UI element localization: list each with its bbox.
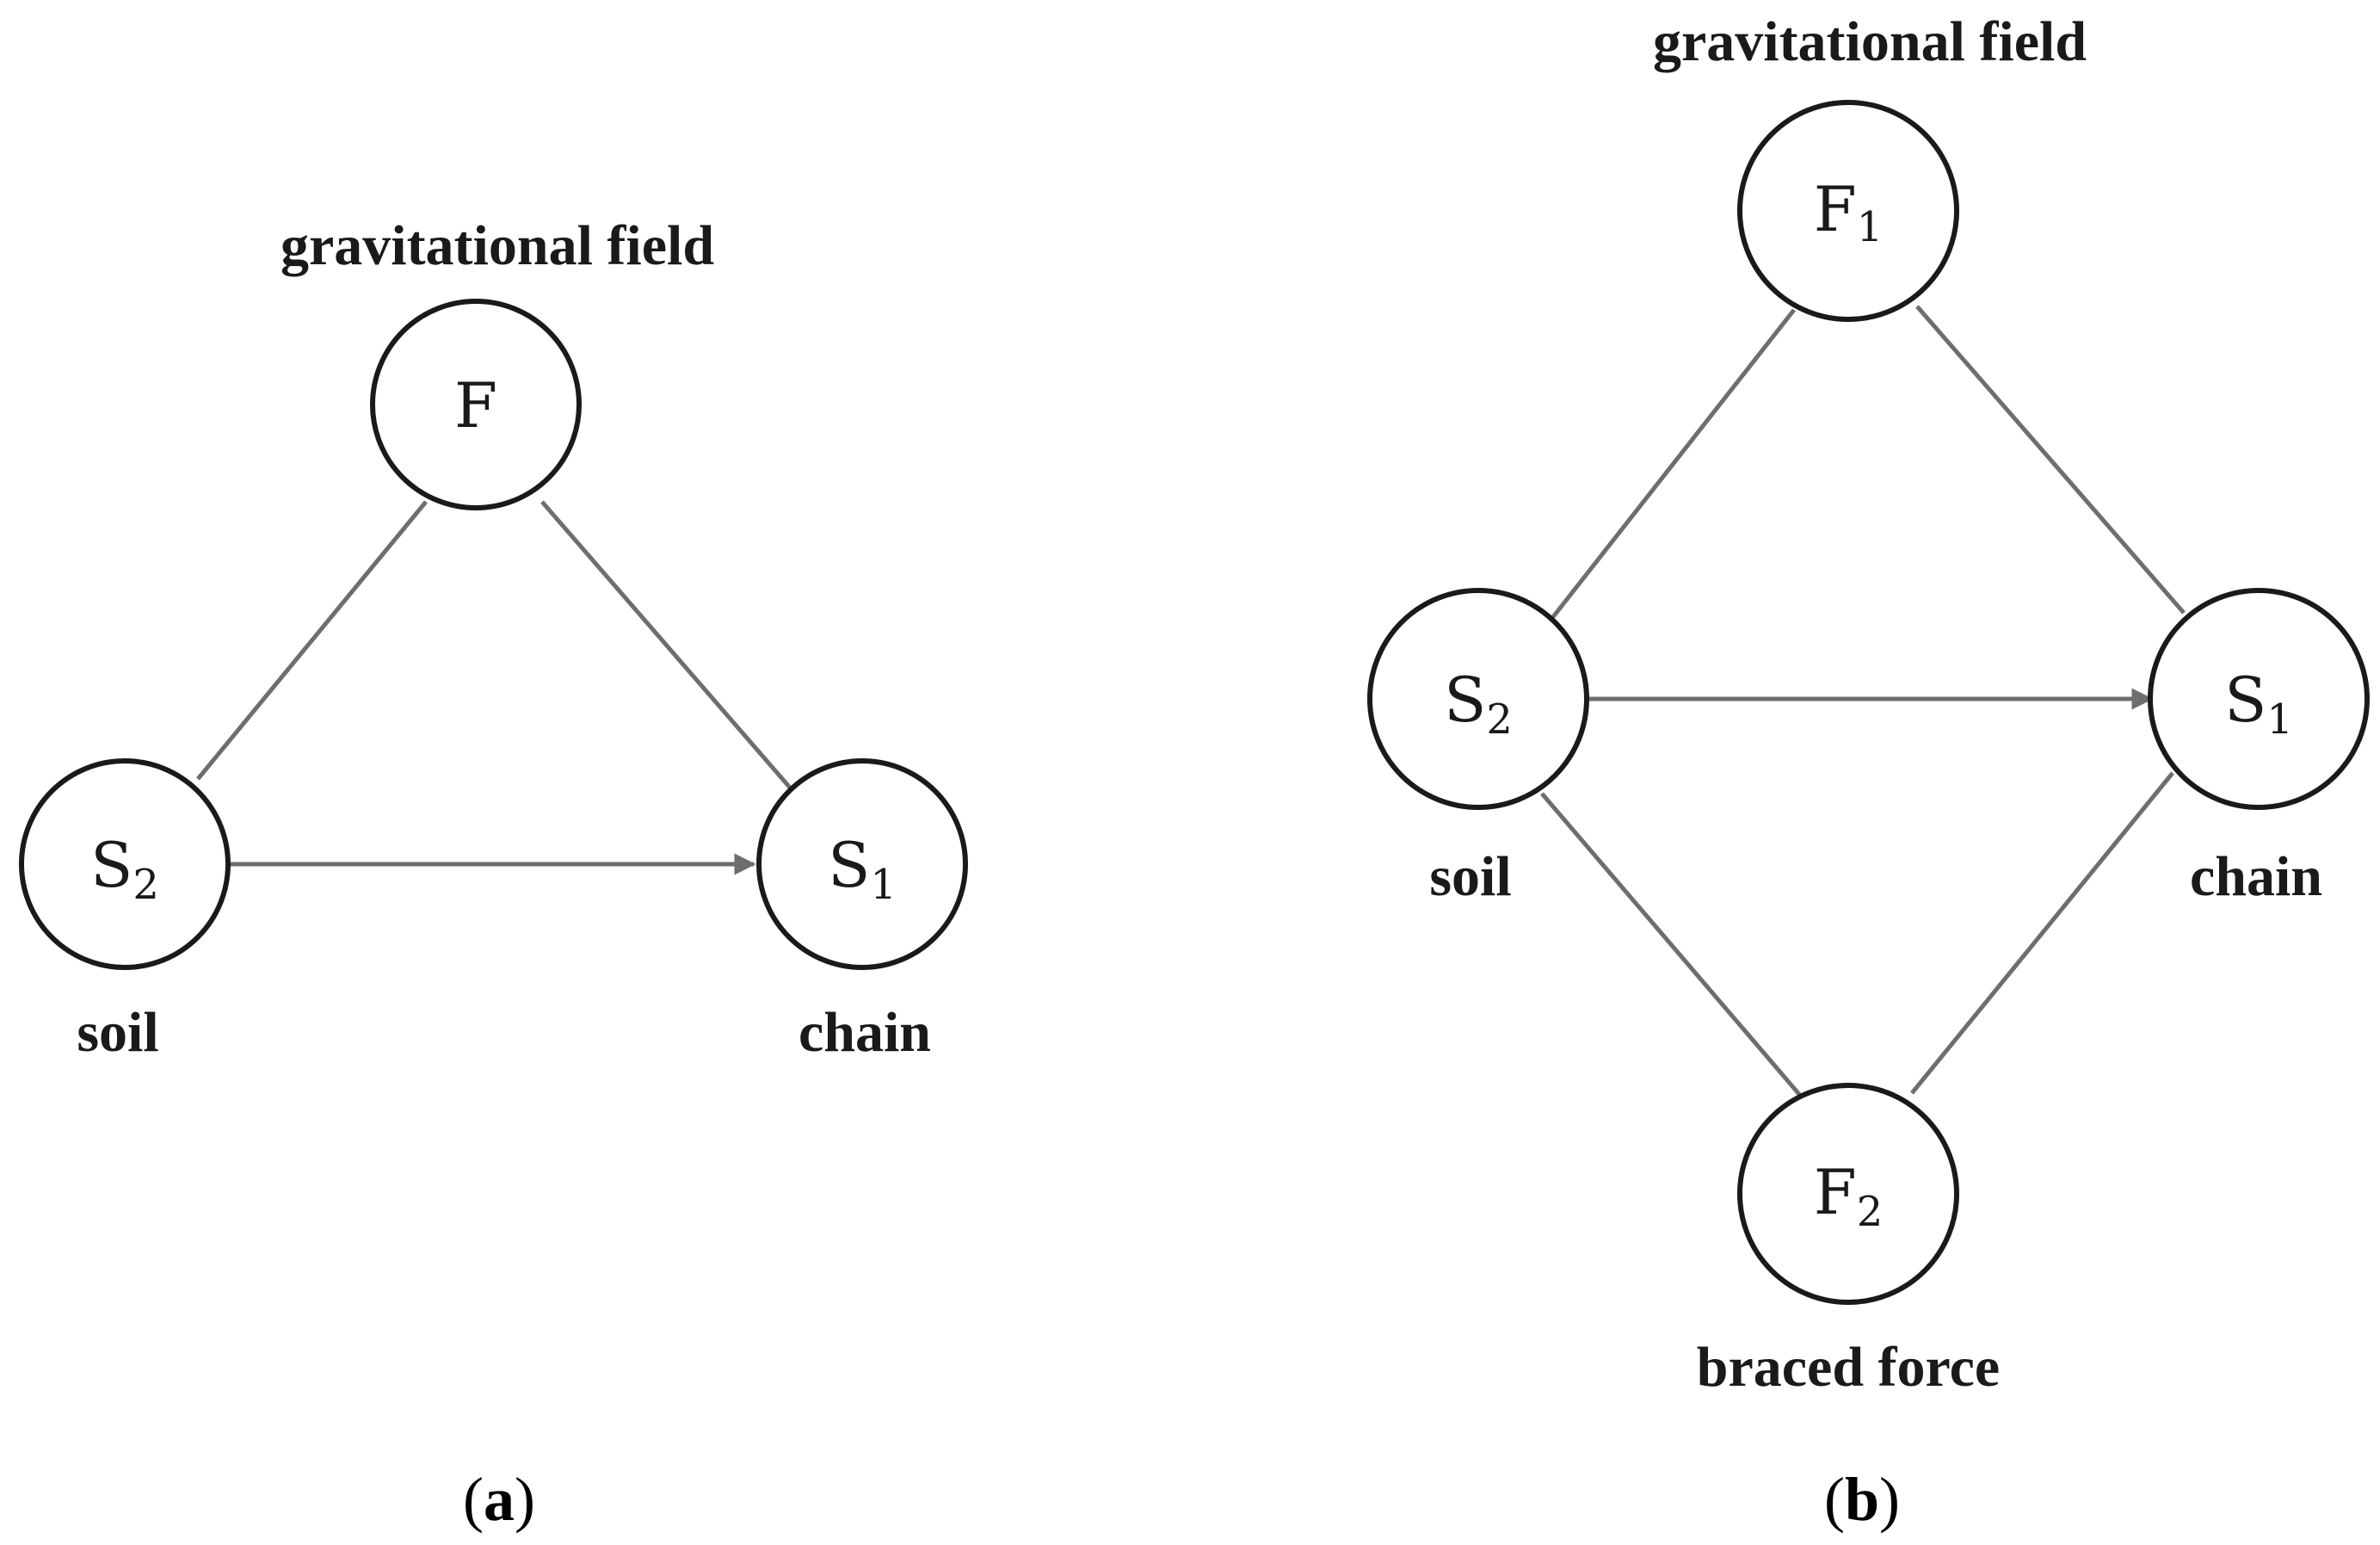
panel-b: F1 S2 S1 F2 gravitational field soil cha…: [1367, 10, 2370, 1534]
node-s2-circle: [19, 758, 231, 970]
caption-a: (a): [463, 1465, 535, 1534]
node-s2-symbol: S2: [1444, 664, 1513, 744]
node-f1-symbol: F1: [1814, 173, 1884, 251]
node-f2-symbol: F2: [1814, 1156, 1884, 1236]
label-gravitational-field-a: gravitational field: [281, 214, 714, 277]
node-s2-circle: [1367, 588, 1589, 810]
panel-a: F S2 S1 gravitational field soil chain (…: [19, 214, 968, 1534]
edge-f-to-s2: [196, 500, 428, 781]
node-f2-circle: [1737, 1083, 1959, 1305]
node-f1-circle: [1737, 100, 1959, 322]
label-soil-a: soil: [77, 1001, 158, 1064]
label-braced-force: braced force: [1697, 1336, 2000, 1399]
edge-f1-to-s2: [1551, 308, 1796, 620]
node-s2-symbol: S2: [90, 829, 159, 909]
node-s1-symbol: S1: [828, 829, 897, 909]
label-gravitational-field-b: gravitational field: [1653, 10, 2087, 73]
caption-b: (b): [1824, 1465, 1900, 1534]
edge-s2-to-f2: [1540, 792, 1804, 1100]
edge-f1-to-s1: [1915, 305, 2186, 615]
label-soil-b: soil: [1429, 845, 1511, 908]
node-s1-circle: [756, 758, 968, 970]
label-chain-b: chain: [2190, 845, 2322, 908]
edge-s1-to-f2: [1910, 771, 2174, 1095]
label-chain-a: chain: [798, 1001, 931, 1064]
edge-f-to-s1: [540, 500, 792, 789]
node-f-circle: [370, 299, 582, 510]
node-s1-circle: [2148, 588, 2370, 810]
node-f-symbol: F: [454, 369, 497, 442]
node-s1-symbol: S1: [2224, 664, 2293, 744]
